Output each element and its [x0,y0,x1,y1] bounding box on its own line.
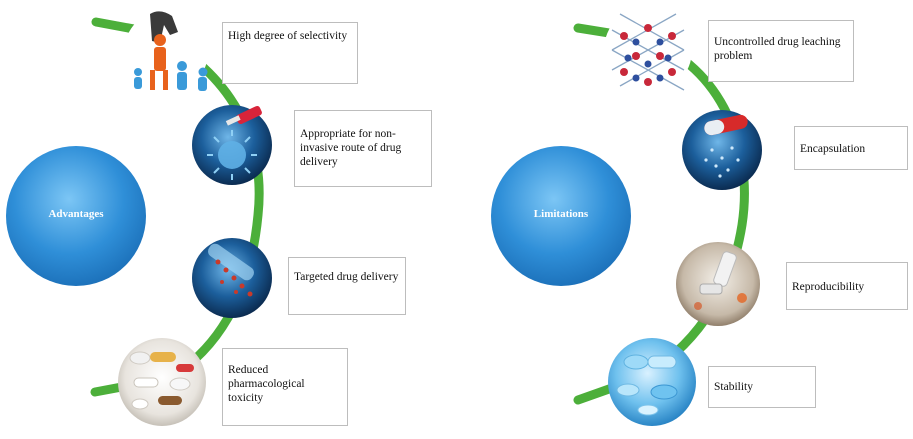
lab-robot-icon [676,242,760,326]
limitation-label-reproducibility: Reproducibility [786,262,908,310]
tablets-icon [608,338,696,426]
capsule-icon [682,110,762,190]
advantage-label-targeted: Targeted drug delivery [288,257,406,315]
advantages-title: Advantages [48,208,104,220]
limitations-title: Limitations [533,208,589,220]
lattice-icon [604,6,692,94]
advantage-label-toxicity: Reduced pharmacological toxicity [222,348,348,426]
advantages-hub [6,146,146,286]
limitation-label-leaching: Uncontrolled drug leaching problem [708,20,854,82]
selection-hand-icon [124,10,208,94]
advantage-label-non-invasive: Appropriate for non-invasive route of dr… [294,110,432,187]
limitation-label-stability: Stability [708,366,816,408]
molecule-tube-icon [192,238,272,318]
advantage-label-selectivity: High degree of selectivity [222,22,358,84]
virus-syringe-icon [192,105,272,185]
limitations-hub [491,146,631,286]
pills-icon [118,338,206,426]
limitation-label-encapsulation: Encapsulation [794,126,908,170]
